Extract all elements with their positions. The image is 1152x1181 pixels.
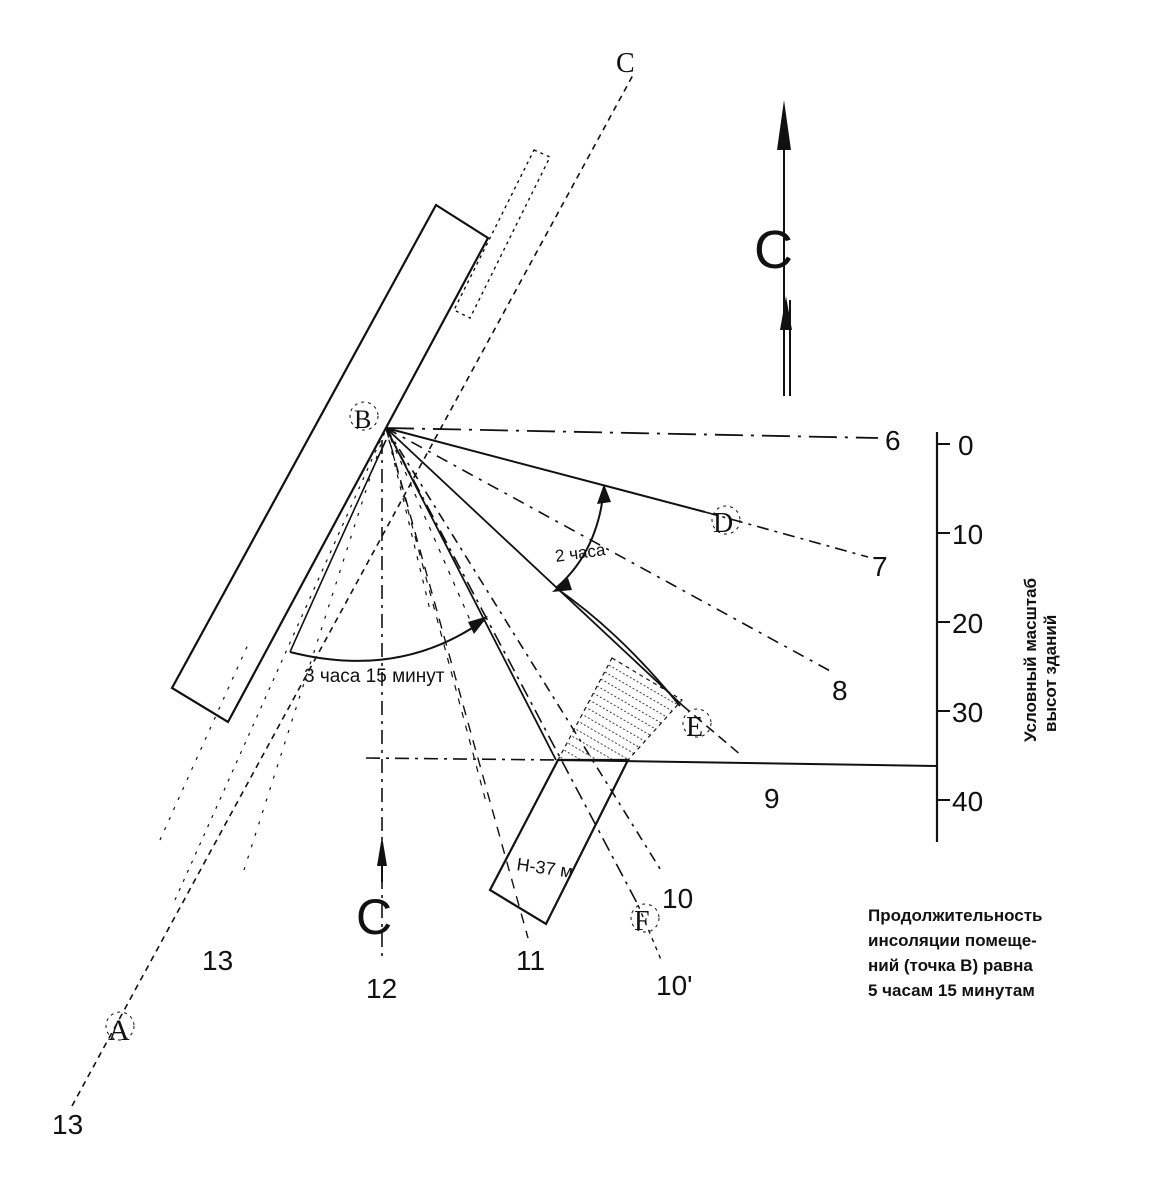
facade-dotted-line-2 bbox=[159, 639, 251, 841]
scale-label-0: 0 bbox=[958, 430, 974, 461]
ray-label-8: 8 bbox=[832, 675, 848, 706]
point-f-marker bbox=[630, 903, 660, 933]
ray-label-10-prime: 10' bbox=[656, 970, 693, 1001]
point-b-marker bbox=[349, 401, 379, 431]
ray-inner-2 bbox=[385, 427, 431, 611]
main-building bbox=[170, 203, 490, 724]
ray-9 bbox=[681, 704, 743, 757]
north-arrow-mid-icon bbox=[780, 296, 792, 330]
ray-11 bbox=[385, 427, 529, 939]
arc-three-hours bbox=[289, 619, 485, 662]
facade-dotted-line-1 bbox=[174, 427, 387, 901]
angle-label-three-hours: 3 часа 15 минут bbox=[304, 666, 445, 687]
obstruction-building bbox=[488, 758, 630, 926]
ray-label-7: 7 bbox=[872, 551, 888, 582]
scale-label-30: 30 bbox=[952, 697, 983, 728]
building-height-label: Н-37 м bbox=[515, 854, 574, 882]
point-a-marker bbox=[105, 1011, 135, 1041]
ray-label-11: 11 bbox=[516, 945, 545, 976]
scale-title-line1: Условный масштаб bbox=[1021, 578, 1040, 742]
ray-10-prime bbox=[637, 904, 663, 963]
north-symbol-top: C bbox=[754, 220, 793, 280]
arc-three-hours-arrow-icon bbox=[468, 616, 488, 634]
ray-label-6: 6 bbox=[885, 425, 901, 456]
arc-sector-e bbox=[555, 587, 681, 707]
ray-7 bbox=[704, 511, 869, 558]
scale-label-20: 20 bbox=[952, 608, 983, 639]
meridian-arrow-icon bbox=[377, 836, 387, 866]
ray-8 bbox=[385, 427, 833, 673]
scale-label-10: 10 bbox=[952, 519, 983, 550]
note-line-3: ний (точка В) равна bbox=[868, 956, 1033, 975]
point-e-marker bbox=[682, 708, 712, 738]
ray-inner-1 bbox=[385, 427, 487, 803]
ray-label-13-mid: 13 bbox=[202, 945, 233, 976]
arc-two-hours bbox=[555, 487, 605, 589]
ray-f bbox=[385, 427, 639, 906]
scale-title: Условный масштаб высот зданий bbox=[1021, 578, 1060, 742]
angle-label-two-hours: 2 часа bbox=[554, 540, 607, 566]
point-label-e: E bbox=[686, 712, 703, 743]
ray-label-12: 12 bbox=[366, 973, 397, 1004]
scale-label-40: 40 bbox=[952, 786, 983, 817]
ray-label-9: 9 bbox=[764, 783, 780, 814]
point-label-c: C bbox=[616, 48, 635, 79]
north-symbol-bottom: C bbox=[356, 889, 392, 945]
ray-label-10: 10 bbox=[662, 883, 693, 914]
point-label-a: A bbox=[108, 1014, 130, 1047]
facade-dotted-line-3 bbox=[243, 427, 387, 871]
point-label-f: F bbox=[634, 906, 650, 937]
north-arrow-icon bbox=[777, 100, 791, 150]
note-line-2: инсоляции помеще- bbox=[868, 931, 1037, 950]
arc-building-side bbox=[289, 439, 387, 653]
ray-6 bbox=[385, 427, 879, 439]
scale-title-line2: высот зданий bbox=[1041, 615, 1060, 732]
ray-d-solid bbox=[385, 427, 706, 513]
ray-to-building-h bbox=[385, 427, 557, 761]
point-d-marker bbox=[711, 505, 741, 535]
shadow-hatched-zone bbox=[557, 657, 683, 761]
insolation-note: Продолжительность инсоляции помеще- ний … bbox=[868, 903, 1118, 1003]
ray-label-13-bottom: 13 bbox=[52, 1109, 83, 1140]
note-line-1: Продолжительность bbox=[868, 906, 1043, 925]
note-line-4: 5 часам 15 минутам bbox=[868, 981, 1035, 1000]
ray-e-solid bbox=[385, 427, 683, 706]
height-37-line bbox=[365, 757, 561, 761]
ray-inner-3 bbox=[385, 427, 471, 621]
point-label-d: D bbox=[713, 508, 733, 539]
point-label-b: B bbox=[354, 405, 371, 434]
line-a-c bbox=[71, 74, 634, 1107]
arc-two-hours-arrow-top-icon bbox=[597, 484, 611, 504]
building-wing-outline bbox=[453, 149, 551, 319]
